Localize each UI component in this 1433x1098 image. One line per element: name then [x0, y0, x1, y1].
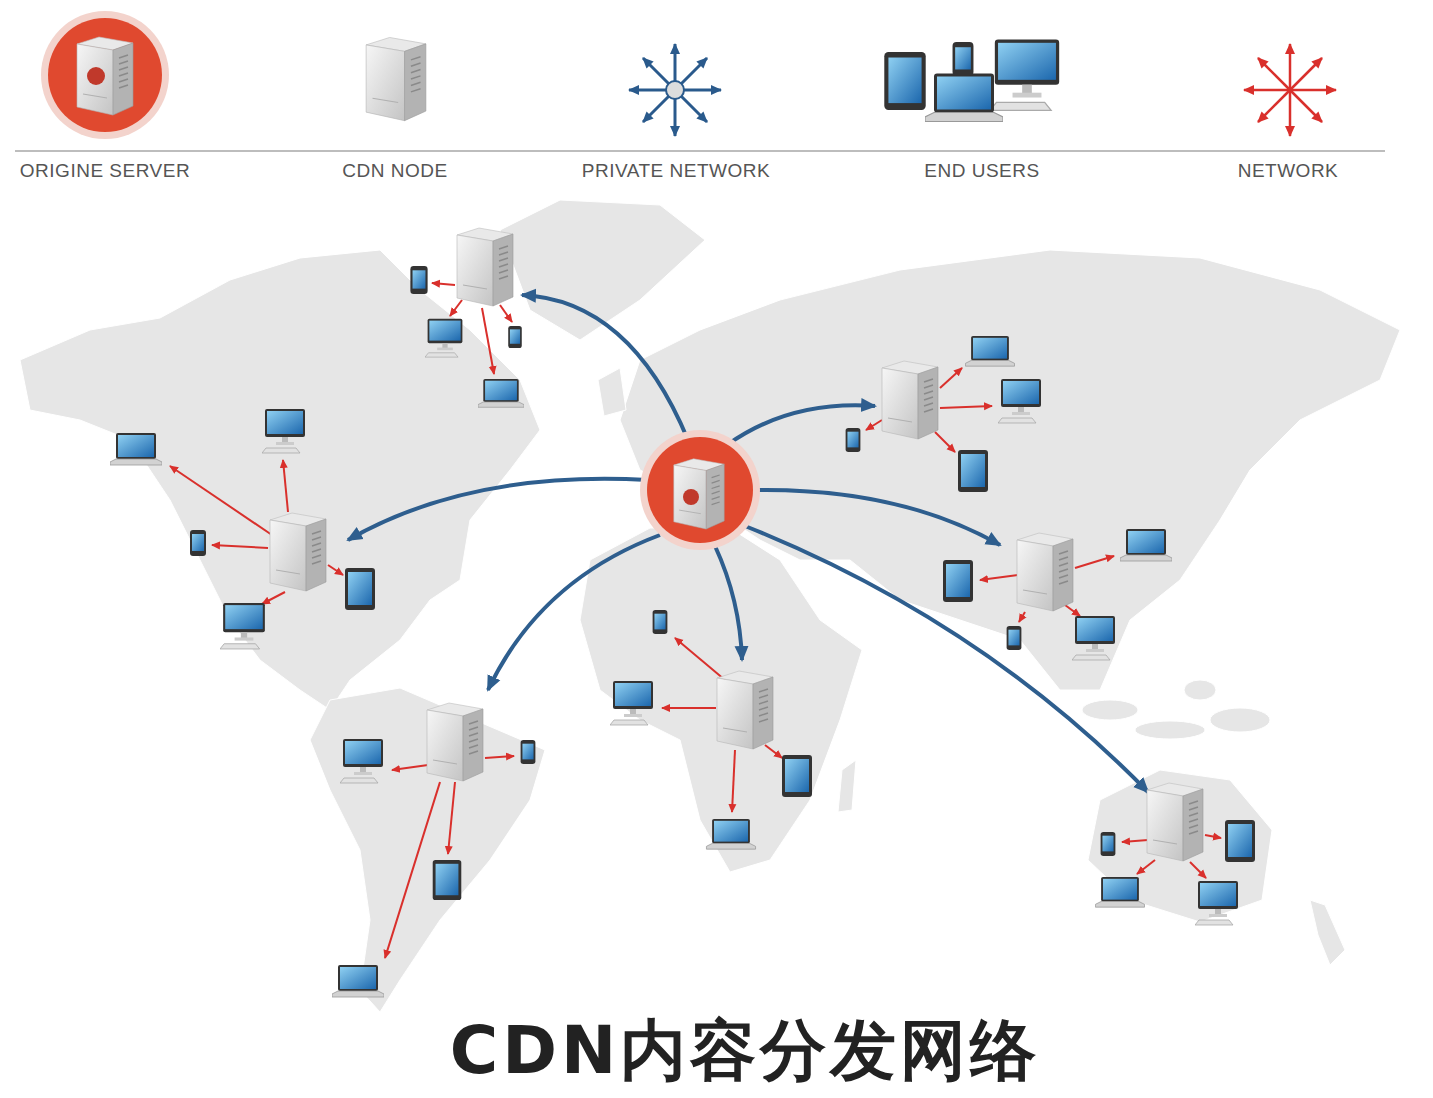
end-user-devices: [110, 266, 1255, 997]
world-map: [20, 200, 1400, 1012]
cdn-nodes: [270, 228, 1203, 861]
legend-label: END USERS: [924, 160, 1039, 182]
legend-icons: [15, 11, 1385, 151]
user-arrows: [170, 283, 1221, 958]
legend-label: ORIGINE SERVER: [20, 160, 190, 182]
legend-label: PRIVATE NETWORK: [582, 160, 770, 182]
origin-server: [640, 430, 760, 550]
legend-label: CDN NODE: [342, 160, 447, 182]
caption: CDN内容分发网络: [450, 1006, 1040, 1096]
legend-label: NETWORK: [1238, 160, 1339, 182]
origin-arrows: [348, 295, 1148, 792]
